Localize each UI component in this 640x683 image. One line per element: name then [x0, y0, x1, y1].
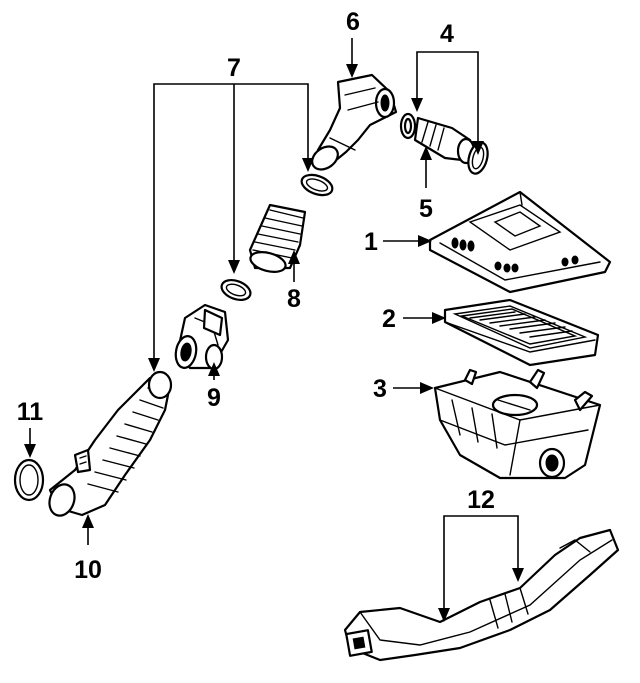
callout-3: 3	[373, 375, 387, 403]
callout-7: 7	[227, 54, 241, 82]
callout-11: 11	[17, 398, 44, 426]
callout-5: 5	[419, 195, 433, 223]
fresh-air-inlet-duct	[343, 528, 620, 662]
mass-air-flow-sensor	[174, 303, 230, 371]
callout-2: 2	[382, 305, 396, 333]
bellows-hose	[248, 203, 307, 273]
callout-4: 4	[440, 20, 454, 48]
callout-1: 1	[364, 228, 378, 256]
callout-10: 10	[74, 556, 102, 584]
callout-12: 12	[467, 486, 495, 514]
lower-intake-duct	[48, 370, 173, 517]
callout-leader-lines	[24, 38, 524, 622]
air-filter-element	[443, 298, 600, 367]
hose-clamps	[220, 173, 334, 301]
callout-8: 8	[287, 285, 301, 313]
upper-intake-duct	[311, 73, 398, 171]
air-cleaner-housing	[433, 368, 602, 480]
duct-clamp	[13, 458, 45, 502]
air-cleaner-cover	[428, 190, 612, 294]
air-inlet-tube	[399, 112, 489, 175]
callout-labels: 1 2 3 4 5 6 7 8 9 10 11 12	[17, 8, 495, 584]
callout-6: 6	[346, 8, 360, 36]
callout-9: 9	[207, 384, 221, 412]
